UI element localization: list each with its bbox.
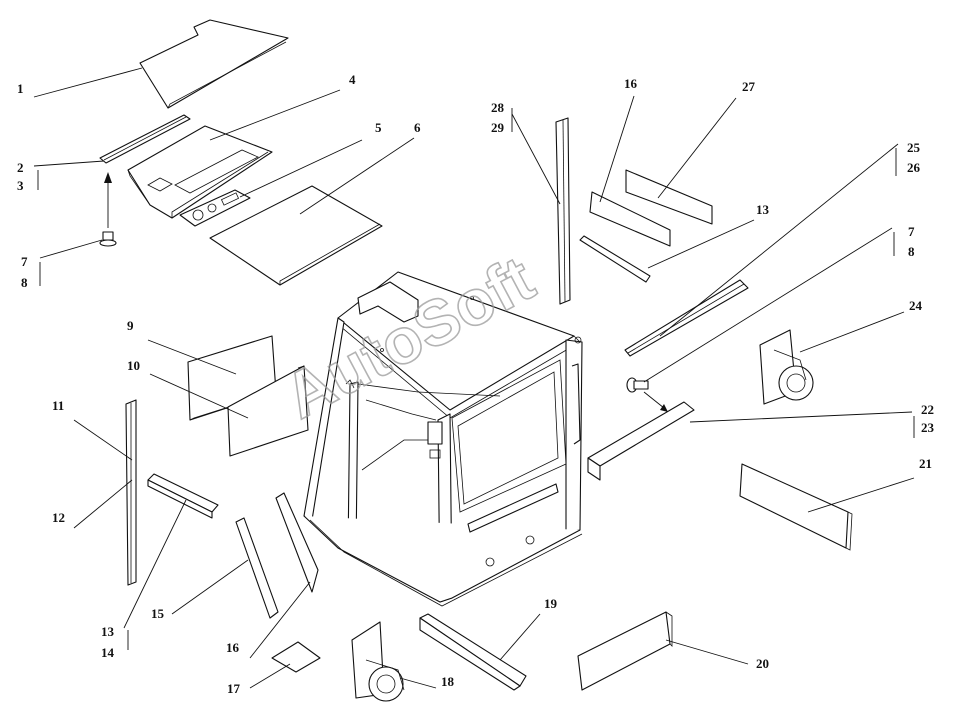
callout-4: 4 (349, 72, 356, 87)
callout-13-right: 13 (756, 202, 770, 217)
callout-20: 20 (756, 656, 769, 671)
callout-14: 14 (101, 645, 115, 660)
part-13-upper-strip (579, 235, 651, 283)
callout-26: 26 (907, 160, 921, 175)
callout-6: 6 (414, 120, 421, 135)
part-5-control-panel (179, 189, 251, 227)
part-28-vertical-profile (555, 117, 571, 305)
part-16-gusset-lower (275, 492, 319, 593)
part-6-mat (209, 185, 383, 286)
callout-7-left: 7 (21, 254, 28, 269)
callout-16-upper: 16 (624, 76, 638, 91)
part-21-long-plate (739, 463, 853, 551)
callout-1: 1 (17, 81, 24, 96)
callout-2: 2 (17, 160, 24, 175)
callout-15: 15 (151, 606, 165, 621)
leader-lines (33, 67, 915, 689)
callout-27: 27 (742, 79, 756, 94)
part-10-side-panel (227, 365, 309, 457)
callout-11: 11 (52, 398, 64, 413)
callout-5: 5 (375, 120, 382, 135)
callout-3: 3 (17, 178, 24, 193)
callout-9: 9 (127, 318, 134, 333)
callout-8-left: 8 (21, 275, 28, 290)
part-15-gusset (235, 517, 279, 619)
part-18-blower-lower (351, 621, 405, 702)
callout-13-left: 13 (101, 624, 115, 639)
callout-16-lower: 16 (226, 640, 240, 655)
callout-19: 19 (544, 596, 558, 611)
callout-21: 21 (919, 456, 932, 471)
part-17-small-plate (271, 641, 321, 673)
callout-17: 17 (227, 681, 241, 696)
part-19-channel-beam (419, 613, 527, 691)
part-25-long-rail (624, 279, 749, 357)
part-7-bolt-left (99, 172, 117, 247)
callout-23: 23 (921, 420, 935, 435)
part-20-floor-plate (577, 611, 673, 691)
callout-18: 18 (441, 674, 455, 689)
part-16-upper-panel (589, 191, 671, 247)
part-7-bolt-right (626, 377, 668, 412)
part-13-angle-bracket (147, 473, 219, 519)
callout-28: 28 (491, 100, 505, 115)
callout-8-right: 8 (908, 244, 915, 259)
part-11-vertical-post (125, 399, 137, 586)
cab-body (303, 271, 583, 607)
callout-10: 10 (127, 358, 140, 373)
part-27-panel (625, 169, 713, 225)
callout-7-right: 7 (908, 224, 915, 239)
callout-labels: 1 2 3 7 8 4 5 6 9 10 11 12 13 14 15 16 1… (17, 72, 935, 696)
part-1-roof-cover (139, 19, 289, 109)
callout-22: 22 (921, 402, 934, 417)
part-4-ceiling-frame (127, 125, 273, 219)
callout-24: 24 (909, 298, 923, 313)
part-22-angle-bracket (587, 401, 695, 481)
callout-12: 12 (52, 510, 65, 525)
callout-25: 25 (907, 140, 921, 155)
callout-29: 29 (491, 120, 505, 135)
part-24-blower-right (759, 329, 814, 405)
